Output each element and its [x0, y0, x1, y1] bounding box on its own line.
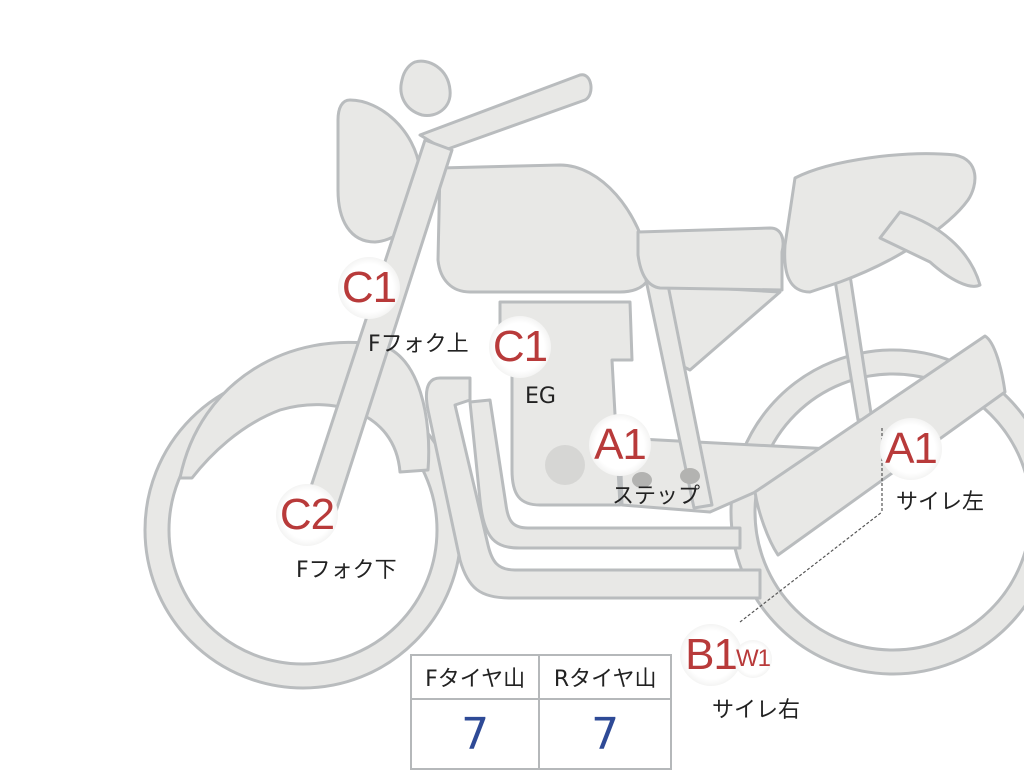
marker-muffler-right-sub: W1 — [734, 640, 772, 678]
handlebar — [418, 73, 593, 152]
mirror — [399, 59, 452, 118]
fuel-tank — [436, 163, 652, 294]
rear-wheel — [729, 348, 1024, 676]
front-fender — [178, 340, 431, 480]
header-rear-tire: Rタイヤ山 — [538, 654, 672, 700]
marker-fork-upper: C1 — [338, 257, 400, 319]
exhaust-pipe-inner — [468, 398, 742, 550]
label-engine: EG — [525, 384, 556, 409]
tire-table-header-row: Fタイヤ山 Rタイヤ山 — [409, 654, 672, 700]
tire-tread-table: Fタイヤ山 Rタイヤ山 7 7 — [409, 654, 672, 770]
label-muffler-right: サイレ右 — [712, 698, 801, 723]
footpeg-right — [680, 468, 700, 484]
marker-muffler-right: B1 — [680, 624, 742, 686]
marker-engine: C1 — [489, 316, 551, 378]
marker-fork-lower: C2 — [276, 484, 338, 546]
marker-muffler-left: A1 — [880, 418, 942, 480]
seat-rear — [783, 152, 977, 294]
footpeg-left — [632, 472, 652, 488]
marker-step: A1 — [589, 414, 651, 476]
label-muffler-left: サイレ左 — [896, 490, 985, 515]
label-fork-lower: Fフォク下 — [296, 558, 397, 583]
engine-cover — [545, 445, 585, 485]
exhaust-pipe-outer — [425, 376, 762, 600]
label-step: ステップ — [612, 484, 701, 509]
seat-front — [636, 226, 785, 292]
headlight — [336, 98, 423, 244]
rear-fender — [878, 210, 982, 288]
header-front-tire: Fタイヤ山 — [409, 654, 541, 700]
tire-table-value-row: 7 7 — [409, 698, 672, 770]
value-rear-tire: 7 — [538, 698, 672, 770]
rear-frame — [830, 260, 874, 422]
value-front-tire: 7 — [409, 698, 541, 770]
label-fork-upper: Fフォク上 — [368, 332, 469, 357]
